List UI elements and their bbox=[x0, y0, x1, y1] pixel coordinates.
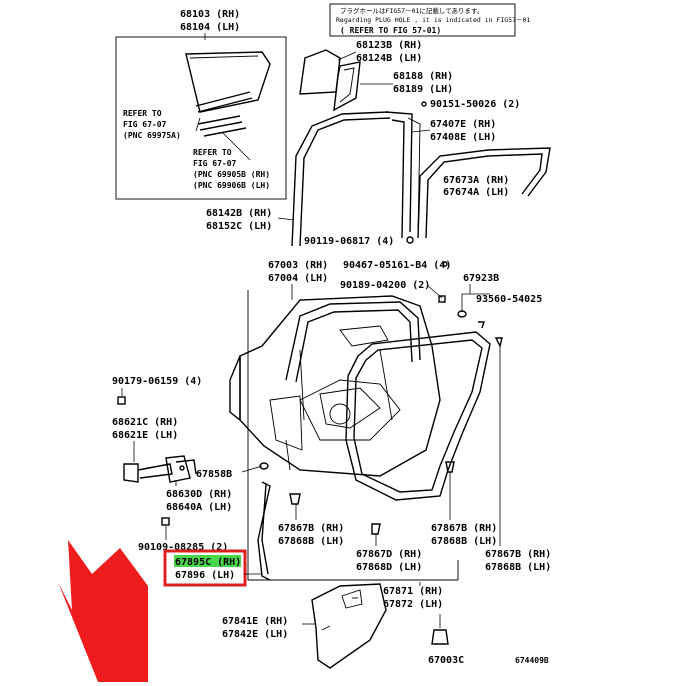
label-67867B-far[interactable]: 67867B (RH) bbox=[485, 549, 551, 560]
label-67923B[interactable]: 67923B bbox=[463, 273, 499, 284]
label-67003C[interactable]: 67003C bbox=[428, 655, 464, 666]
label-67868D[interactable]: 67868D (LH) bbox=[356, 562, 422, 573]
label-67871[interactable]: 67871 (RH) bbox=[383, 586, 443, 597]
refer-1-line-1: REFER TO bbox=[123, 109, 162, 118]
refer-2-line-2: FIG 67-07 bbox=[193, 159, 237, 168]
label-68124B[interactable]: 68124B (LH) bbox=[356, 53, 422, 64]
glass-inset-box: REFER TO FIG 67-07 (PNC 69975A) REFER TO… bbox=[115, 36, 287, 200]
label-68640A[interactable]: 68640A (LH) bbox=[166, 502, 232, 513]
red-arrow-icon bbox=[58, 540, 148, 682]
label-67867D[interactable]: 67867D (RH) bbox=[356, 549, 422, 560]
label-67841E[interactable]: 67841E (RH) bbox=[222, 616, 288, 627]
label-68103[interactable]: 68103 (RH) bbox=[180, 9, 240, 20]
label-67673A[interactable]: 67673A (RH) bbox=[443, 175, 509, 186]
label-90179[interactable]: 90179-06159 (4) bbox=[112, 376, 202, 387]
label-68621C[interactable]: 68621C (RH) bbox=[112, 417, 178, 428]
label-68188[interactable]: 68188 (RH) bbox=[393, 71, 453, 82]
label-68104[interactable]: 68104 (LH) bbox=[180, 22, 240, 33]
label-67407E[interactable]: 67407E (RH) bbox=[430, 119, 496, 130]
refer-2-line-3[interactable]: (PNC 69905B (RH) bbox=[193, 170, 270, 179]
refer-2-line-4[interactable]: (PNC 69906B (LH) bbox=[193, 181, 270, 190]
label-67896[interactable]: 67896 (LH) bbox=[175, 570, 235, 581]
label-67868B-far[interactable]: 67868B (LH) bbox=[485, 562, 551, 573]
highlight-box bbox=[163, 549, 247, 587]
label-90119[interactable]: 90119-06817 (4) bbox=[304, 236, 394, 247]
label-93560[interactable]: 93560-54025 bbox=[476, 294, 542, 305]
label-67674A[interactable]: 67674A (LH) bbox=[443, 187, 509, 198]
figure-code: 674409B bbox=[515, 656, 549, 665]
run-channel bbox=[291, 111, 391, 247]
label-68152C[interactable]: 68152C (LH) bbox=[206, 221, 272, 232]
refer-1-line-3[interactable]: (PNC 69975A) bbox=[123, 131, 181, 140]
refer-2-line-1: REFER TO bbox=[193, 148, 232, 157]
label-90467[interactable]: 90467-05161-B4 (4) bbox=[343, 260, 451, 271]
door-hinges bbox=[123, 455, 197, 483]
plug-hole-note: プラグホールはFIG57－01に記載してあります。 Regarding PLUG… bbox=[329, 3, 530, 37]
label-68621E[interactable]: 68621E (LH) bbox=[112, 430, 178, 441]
service-hole-cover bbox=[311, 583, 387, 669]
label-67842E[interactable]: 67842E (LH) bbox=[222, 629, 288, 640]
label-67868B-right[interactable]: 67868B (LH) bbox=[431, 536, 497, 547]
note-line-1: プラグホールはFIG57－01に記載してあります。 bbox=[340, 6, 483, 15]
label-90109[interactable]: 90109-08285 (2) bbox=[138, 542, 228, 553]
label-90151[interactable]: 90151-50026 (2) bbox=[430, 99, 520, 110]
highlight-fill bbox=[174, 555, 241, 567]
door-panel bbox=[229, 290, 459, 581]
label-90189[interactable]: 90189-04200 (2) bbox=[340, 280, 430, 291]
label-67858B[interactable]: 67858B bbox=[196, 469, 232, 480]
label-67868B-left[interactable]: 67868B (LH) bbox=[278, 536, 344, 547]
label-67867B-left[interactable]: 67867B (RH) bbox=[278, 523, 344, 534]
label-67408E[interactable]: 67408E (LH) bbox=[430, 132, 496, 143]
label-68123B[interactable]: 68123B (RH) bbox=[356, 40, 422, 51]
label-67872[interactable]: 67872 (LH) bbox=[383, 599, 443, 610]
outer-weatherstrip bbox=[417, 147, 551, 239]
label-67867B-right[interactable]: 67867B (RH) bbox=[431, 523, 497, 534]
note-line-3[interactable]: ( REFER TO FIG 57-01) bbox=[340, 26, 441, 35]
label-67895C[interactable]: 67895C (RH) bbox=[175, 557, 241, 568]
refer-1-line-2: FIG 67-07 bbox=[123, 120, 167, 129]
label-68189[interactable]: 68189 (LH) bbox=[393, 84, 453, 95]
note-line-2: Regarding PLUG HOLE , it is indicated in… bbox=[336, 16, 530, 24]
label-68142B[interactable]: 68142B (RH) bbox=[206, 208, 272, 219]
division-bar bbox=[385, 111, 421, 239]
quarter-glass bbox=[299, 49, 361, 112]
label-67003[interactable]: 67003 (RH) bbox=[268, 260, 328, 271]
label-68630D[interactable]: 68630D (RH) bbox=[166, 489, 232, 500]
label-67004[interactable]: 67004 (LH) bbox=[268, 273, 328, 284]
